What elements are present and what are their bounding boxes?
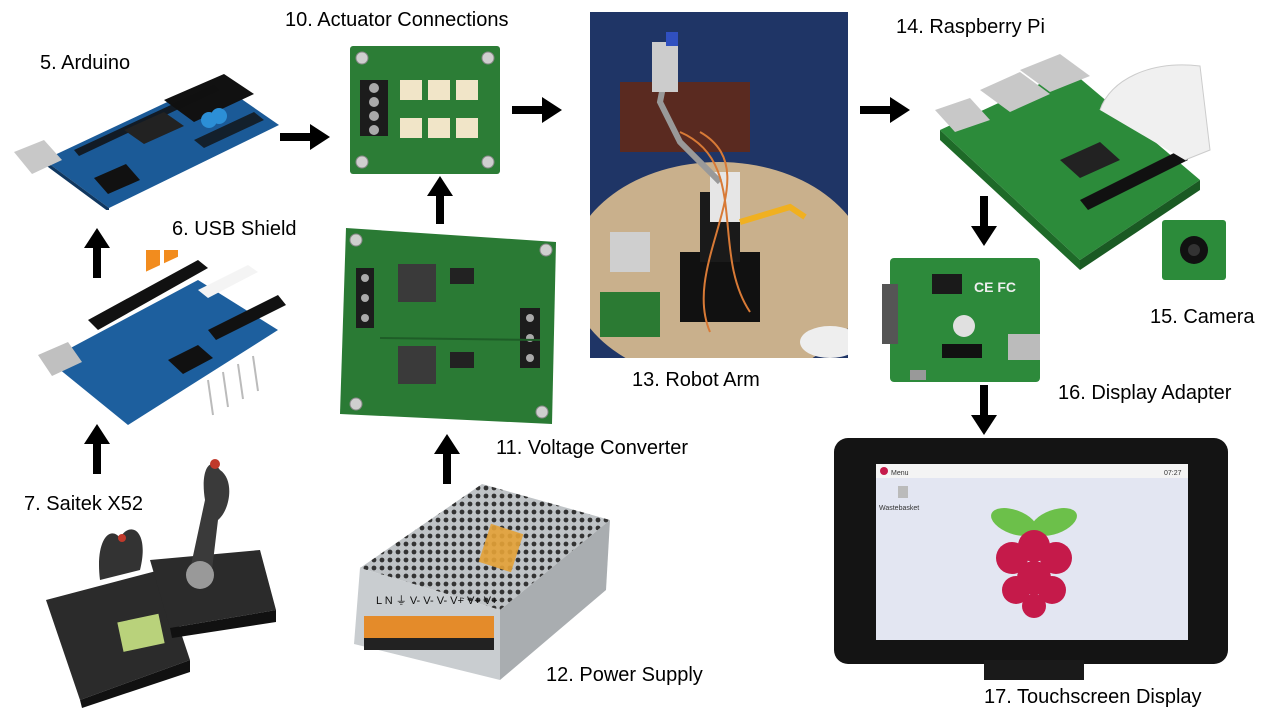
arrow-voltage-to-actuator — [427, 176, 453, 224]
label-robot-arm: 13. Robot Arm — [632, 369, 760, 391]
screen-desktop-icon-label: Wastebasket — [879, 505, 919, 512]
actuator-board-image — [350, 46, 500, 174]
arrow-robot-arm-to-raspberry — [860, 97, 910, 123]
label-raspberry-pi: 14. Raspberry Pi — [896, 16, 1045, 38]
label-touchscreen-display: 17. Touchscreen Display — [984, 686, 1202, 708]
usb-shield-image — [38, 250, 288, 430]
arrow-saitek-to-usb-shield — [84, 424, 110, 474]
saitek-joystick-image — [40, 450, 280, 708]
label-power-supply: 12. Power Supply — [546, 664, 703, 686]
screen-clock: 07:27 — [1164, 470, 1182, 477]
label-voltage-converter: 11. Voltage Converter — [496, 437, 688, 459]
arrow-actuator-to-robot-arm — [512, 97, 562, 123]
raspberry-pi-image — [930, 50, 1240, 286]
label-actuator-connections: 10. Actuator Connections — [285, 9, 509, 31]
voltage-converter-image — [340, 228, 558, 424]
display-adapter-image: CE FC — [882, 254, 1044, 386]
label-saitek: 7. Saitek X52 — [24, 493, 143, 515]
label-display-adapter: 16. Display Adapter — [1058, 382, 1232, 404]
touchscreen-display-image: Menu 07:27 Wastebasket — [834, 438, 1230, 680]
arrow-arduino-to-actuator — [280, 124, 330, 150]
arrow-display-adapter-to-touchscreen — [971, 385, 997, 435]
power-supply-image: L N ⏚ V- V- V- V+ V+ V+ — [354, 484, 610, 680]
arrow-power-to-voltage — [434, 434, 460, 484]
label-usb-shield: 6. USB Shield — [172, 218, 297, 240]
arrow-raspberry-to-display-adapter — [971, 196, 997, 246]
arduino-board-image — [14, 60, 284, 210]
power-supply-terminal-text: L N ⏚ V- V- V- V+ V+ V+ — [376, 594, 498, 607]
label-arduino: 5. Arduino — [40, 52, 131, 74]
screen-menu-label: Menu — [891, 470, 909, 477]
robot-arm-image — [590, 12, 848, 358]
arrow-usb-shield-to-arduino — [84, 228, 110, 278]
svg-text:CE FC: CE FC — [974, 279, 1016, 295]
label-camera: 15. Camera — [1150, 306, 1255, 328]
